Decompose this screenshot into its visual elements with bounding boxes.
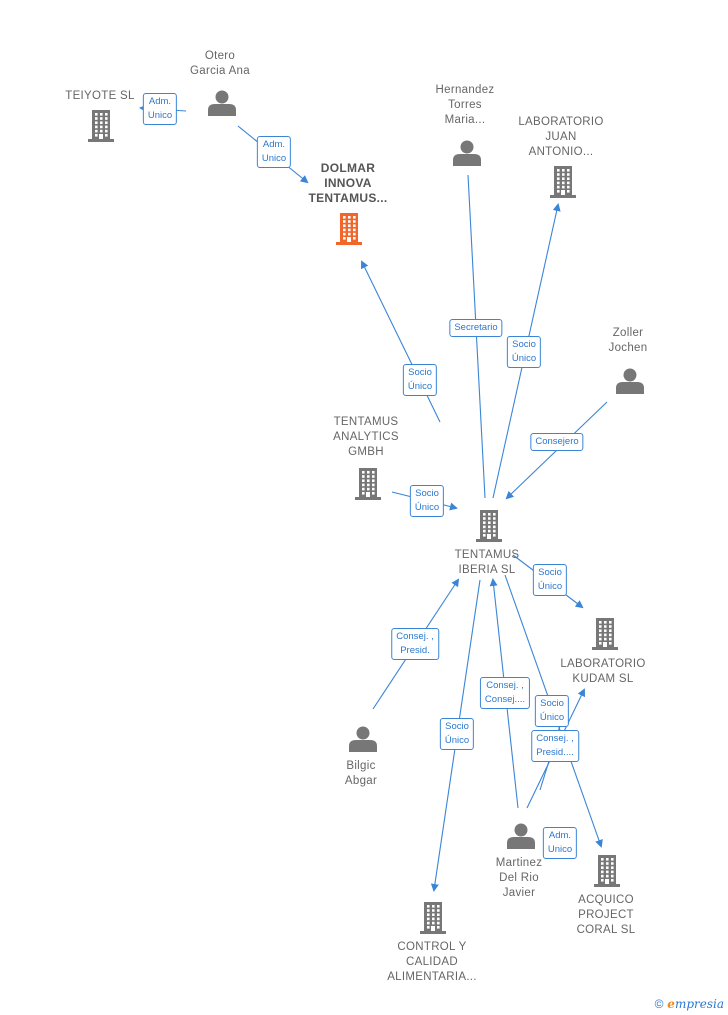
- relation-badge-martinez-iberia[interactable]: Consej. , Consej....: [479, 677, 531, 709]
- relation-badge-iberia-kudam[interactable]: Socio Único: [532, 564, 568, 596]
- node-label-iberia[interactable]: TENTAMUS IBERIA SL: [454, 549, 520, 576]
- relation-badge-iberia-labjuan[interactable]: Socio Único: [506, 336, 542, 368]
- relation-badge-iberia-control[interactable]: Socio Único: [439, 718, 475, 750]
- node-label-teiyote[interactable]: TEIYOTE SL: [65, 90, 135, 102]
- person-icon-zoller[interactable]: [616, 368, 644, 395]
- person-icon-hernandez[interactable]: [453, 140, 481, 167]
- node-label-bilgic[interactable]: Bilgic Abgar: [344, 760, 378, 787]
- brand-initial: e: [667, 997, 675, 1011]
- person-icon-otero[interactable]: [208, 90, 236, 117]
- node-label-otero[interactable]: Otero Garcia Ana: [190, 50, 250, 77]
- building-icon-iberia[interactable]: [476, 510, 502, 542]
- relation-badge-iberia-dolmar[interactable]: Socio Único: [402, 364, 438, 396]
- building-icon-labjuan[interactable]: [550, 166, 576, 198]
- relation-badge-zoller-iberia[interactable]: Consejero: [530, 433, 584, 451]
- node-label-kudam[interactable]: LABORATORIO KUDAM SL: [560, 658, 646, 685]
- building-icon-kudam[interactable]: [592, 618, 618, 650]
- building-icon-acquico[interactable]: [594, 855, 620, 887]
- copyright-symbol: ©: [654, 997, 664, 1011]
- relation-badge-iberia-acquico[interactable]: Adm. Unico: [542, 827, 578, 859]
- edge-iberia-dolmar: [361, 260, 441, 423]
- relation-badge-otero-dolmar[interactable]: Adm. Unico: [256, 136, 292, 168]
- relation-badge-martinez-kudam[interactable]: Socio Único: [534, 695, 570, 727]
- building-icon-control[interactable]: [420, 902, 446, 934]
- node-label-hernandez[interactable]: Hernandez Torres Maria...: [435, 84, 495, 126]
- brand-name: mpresia: [674, 997, 724, 1011]
- relation-badge-martinez-kudam[interactable]: Consej. , Presid....: [531, 730, 579, 762]
- node-label-control[interactable]: CONTROL Y CALIDAD ALIMENTARIA...: [387, 941, 477, 983]
- brand-logo[interactable]: © empresia: [655, 997, 724, 1011]
- node-label-acquico[interactable]: ACQUICO PROJECT CORAL SL: [576, 894, 636, 936]
- node-label-analytics[interactable]: TENTAMUS ANALYTICS GMBH: [333, 416, 399, 458]
- building-icon-teiyote[interactable]: [88, 110, 114, 142]
- node-label-labjuan[interactable]: LABORATORIO JUAN ANTONIO...: [518, 116, 604, 158]
- node-label-zoller[interactable]: Zoller Jochen: [608, 327, 648, 354]
- relation-badge-otero-teiyote[interactable]: Adm. Unico: [142, 93, 178, 125]
- node-label-dolmar[interactable]: DOLMAR INNOVA TENTAMUS...: [308, 161, 388, 205]
- building-icon-analytics[interactable]: [355, 468, 381, 500]
- relation-badge-analytics-iberia[interactable]: Socio Único: [409, 485, 445, 517]
- relation-badge-hernandez-iberia[interactable]: Secretario: [449, 319, 503, 337]
- person-icon-martinez[interactable]: [507, 823, 535, 850]
- building-icon-dolmar[interactable]: [336, 213, 362, 245]
- relation-badge-bilgic-iberia[interactable]: Consej. , Presid.: [391, 628, 439, 660]
- node-label-martinez[interactable]: Martinez Del Rio Javier: [495, 857, 543, 899]
- person-icon-bilgic[interactable]: [349, 726, 377, 753]
